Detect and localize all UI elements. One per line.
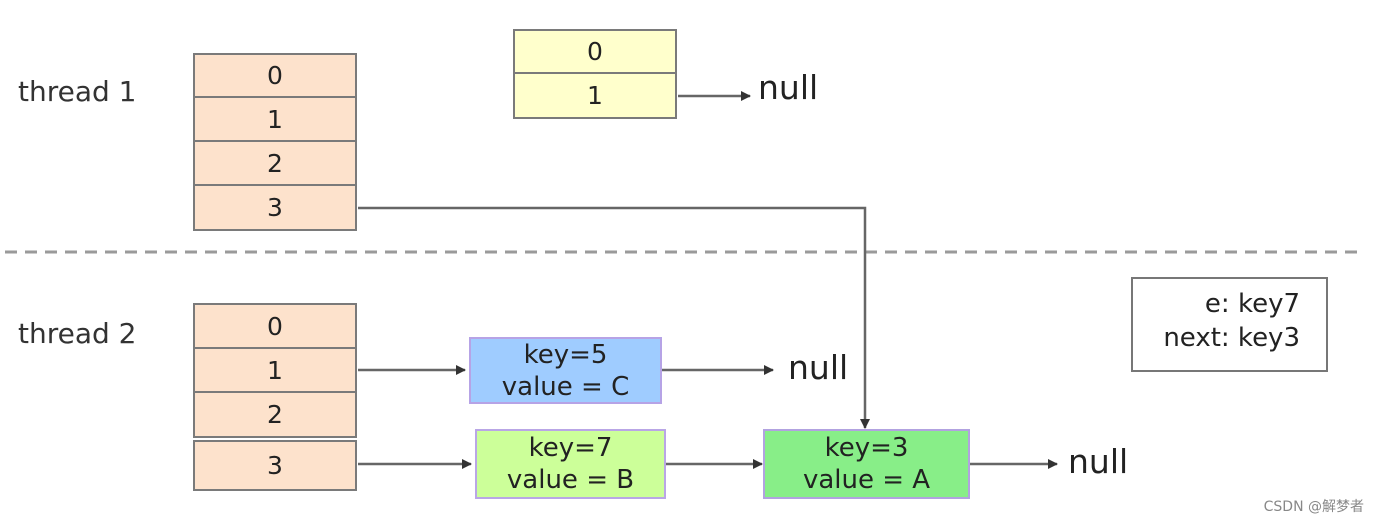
thread2-bucket-2: 2 <box>193 391 357 438</box>
thread2-bucket-1: 1 <box>193 347 357 393</box>
null-after-new-table: null <box>758 68 819 107</box>
thread1-bucket-1: 1 <box>193 96 357 142</box>
thread1-bucket-0: 0 <box>193 53 357 98</box>
node-key3-value: value = A <box>802 465 931 495</box>
node-key3: key=3 value = A <box>763 429 970 499</box>
null-after-key3: null <box>1068 442 1129 481</box>
arrow-thread1-slot3-to-key3 <box>358 206 870 429</box>
node-key7-key: key=7 <box>528 433 613 463</box>
new-table-bucket-0: 0 <box>513 29 677 74</box>
node-key7-value: value = B <box>506 465 635 495</box>
thread2-bucket-0: 0 <box>193 303 357 349</box>
new-table-bucket-1: 1 <box>513 72 677 119</box>
pointer-info-box: e: key7 next: key3 <box>1131 277 1328 372</box>
info-next-line: next: key3 <box>1163 323 1300 353</box>
node-key5: key=5 value = C <box>469 337 662 404</box>
node-key3-key: key=3 <box>824 433 909 463</box>
node-key5-value: value = C <box>501 371 630 402</box>
thread1-label: thread 1 <box>18 75 137 108</box>
thread2-label: thread 2 <box>18 317 137 350</box>
node-key5-key: key=5 <box>523 339 608 370</box>
info-e-line: e: key7 <box>1204 289 1300 319</box>
thread1-bucket-3: 3 <box>193 184 357 231</box>
thread1-bucket-2: 2 <box>193 140 357 186</box>
watermark: CSDN @解梦者 <box>1263 499 1364 515</box>
null-after-key5: null <box>788 348 849 387</box>
thread2-bucket-3: 3 <box>193 440 357 491</box>
node-key7: key=7 value = B <box>475 429 666 499</box>
